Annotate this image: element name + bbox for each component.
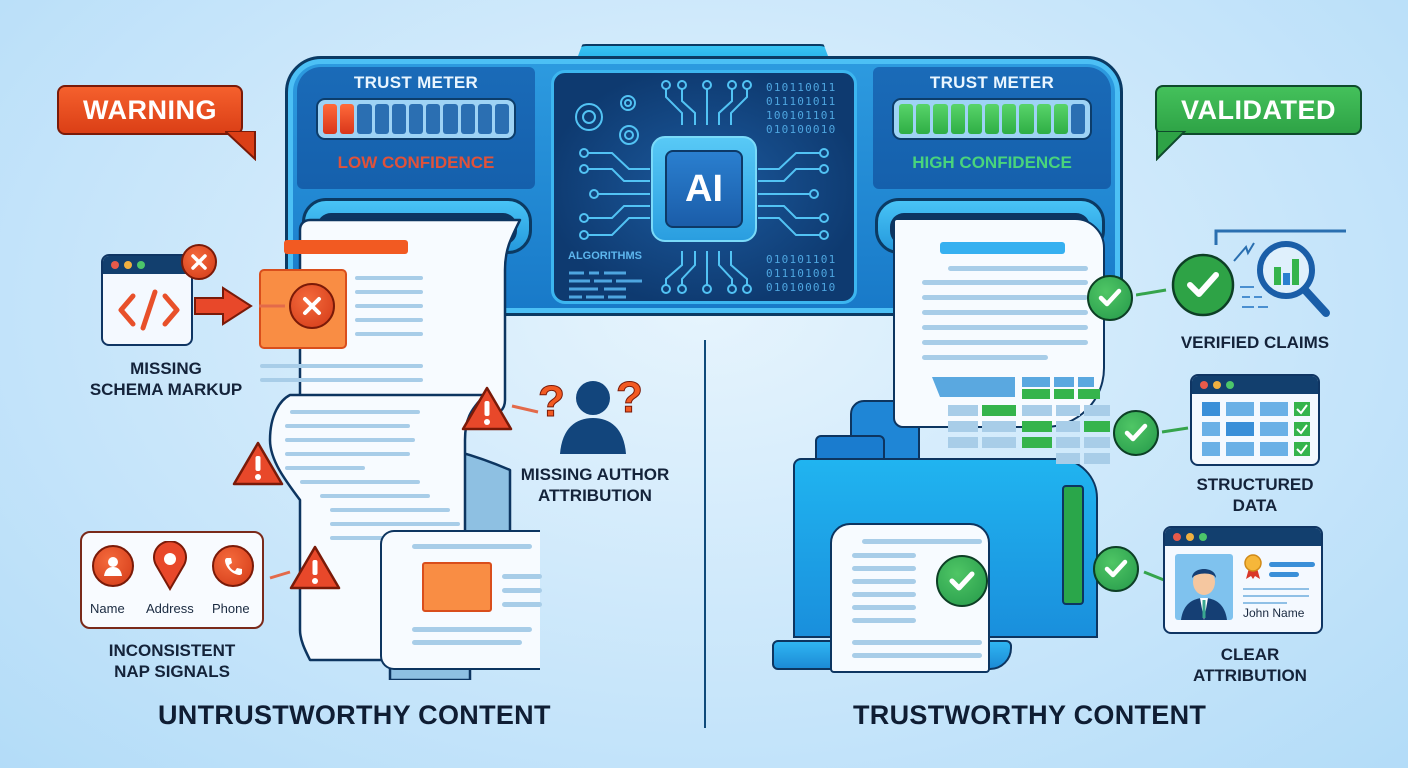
meter-segment-filled <box>967 104 982 134</box>
nap-name-label: Name <box>90 601 125 616</box>
meter-segment-filled <box>1019 104 1034 134</box>
callout-tail-icon <box>225 131 256 161</box>
magnifier-chart-icon <box>1136 229 1346 317</box>
connector-line <box>1143 570 1165 582</box>
verified-document-page <box>830 523 990 673</box>
meter-segment-empty <box>443 104 458 134</box>
left-meter-title: TRUST METER <box>353 73 479 92</box>
circuit-traces-icon <box>569 80 829 299</box>
connector-line <box>269 570 291 580</box>
connector-line <box>1161 426 1189 434</box>
meter-segment-empty <box>391 104 406 134</box>
meter-segment-filled <box>340 104 355 134</box>
connector-line <box>511 404 539 414</box>
error-x-icon <box>289 283 335 329</box>
meter-segment-filled <box>323 104 338 134</box>
meter-segment-empty <box>494 104 510 134</box>
right-meter-bar <box>892 98 1092 140</box>
verified-claims-label: VERIFIED CLAIMS <box>1180 333 1330 352</box>
right-meter-title: TRUST METER <box>929 73 1055 92</box>
award-ribbon-icon <box>1244 554 1262 579</box>
left-meter-bar <box>316 98 516 140</box>
error-x-icon <box>181 244 217 280</box>
warning-triangle-icon <box>289 545 341 590</box>
meter-segment-filled <box>916 104 931 134</box>
code-brackets-icon <box>118 289 180 331</box>
name-person-icon <box>92 545 134 587</box>
folder-green-tab <box>1062 485 1084 605</box>
left-meter-status: LOW CONFIDENCE <box>337 153 495 172</box>
check-icon <box>1093 546 1139 592</box>
ai-processor-panel: 010110011 011101011 100101101 010100010 … <box>551 70 857 304</box>
meter-segment-empty <box>374 104 389 134</box>
structured-data-label: STRUCTURED DATA <box>1196 475 1314 515</box>
ai-chip-label: AI <box>665 150 743 228</box>
meter-segment-filled <box>1053 104 1068 134</box>
author-avatar <box>1175 554 1233 620</box>
code-window-icon <box>101 254 193 346</box>
trustworthy-title: TRUSTWORTHY CONTENT <box>853 700 1207 730</box>
missing-schema-label: MISSING SCHEMA MARKUP <box>89 359 243 399</box>
missing-author-label: MISSING AUTHOR ATTRIBUTION <box>520 465 670 505</box>
meter-segment-filled <box>950 104 965 134</box>
warning-triangle-icon <box>461 386 513 431</box>
binary-block-bottom: 010101101 011101001 010100010 <box>766 253 837 294</box>
warning-callout: WARNING <box>57 85 256 161</box>
right-trust-meter-panel: TRUST METER HIGH CONFIDENCE <box>873 67 1111 189</box>
nap-card: Name Address Phone <box>80 531 264 629</box>
check-icon <box>1113 410 1159 456</box>
author-name: John Name <box>1243 606 1305 620</box>
data-table-icon <box>1190 374 1320 466</box>
address-pin-icon <box>153 541 187 591</box>
untrustworthy-title: UNTRUSTWORTHY CONTENT <box>158 700 551 730</box>
nap-address-label: Address <box>146 601 194 616</box>
binary-block-top: 010110011 011101011 100101101 010100010 <box>766 81 837 136</box>
meter-segment-empty <box>460 104 475 134</box>
document-page-bottom <box>380 530 542 670</box>
ai-chip: AI <box>651 136 757 242</box>
meter-segment-empty <box>357 104 372 134</box>
algorithms-label: ALGORITHMS <box>568 250 642 262</box>
check-icon <box>936 555 988 607</box>
phone-icon <box>212 545 254 587</box>
validated-label: VALIDATED <box>1155 85 1362 135</box>
author-card-icon: John Name <box>1163 526 1323 634</box>
warning-label: WARNING <box>57 85 243 135</box>
inconsistent-nap-label: INCONSISTENT NAP SIGNALS <box>108 641 236 681</box>
svg-text:?: ? <box>538 377 565 426</box>
check-icon <box>1087 275 1133 321</box>
nap-phone-label: Phone <box>212 601 250 616</box>
meter-segment-filled <box>1036 104 1051 134</box>
validated-callout: VALIDATED <box>1155 85 1362 161</box>
data-grid-icon <box>932 377 1110 464</box>
meter-segment-filled <box>899 104 914 134</box>
meter-segment-empty <box>1070 104 1086 134</box>
clear-attribution-label: CLEAR ATTRIBUTION <box>1193 645 1307 685</box>
meter-segment-filled <box>933 104 948 134</box>
meter-segment-empty <box>426 104 441 134</box>
left-trust-meter-panel: TRUST METER LOW CONFIDENCE <box>297 67 535 189</box>
meter-segment-filled <box>984 104 1000 134</box>
svg-text:?: ? <box>616 373 643 422</box>
callout-tail-icon <box>1156 131 1187 161</box>
center-divider <box>704 340 706 728</box>
warning-triangle-icon <box>232 441 284 486</box>
right-meter-status: HIGH CONFIDENCE <box>912 153 1072 172</box>
unknown-person-icon: ? ? <box>538 373 643 454</box>
meter-segment-empty <box>477 104 492 134</box>
arrow-right-icon <box>194 286 285 326</box>
meter-segment-empty <box>408 104 424 134</box>
meter-segment-filled <box>1002 104 1017 134</box>
